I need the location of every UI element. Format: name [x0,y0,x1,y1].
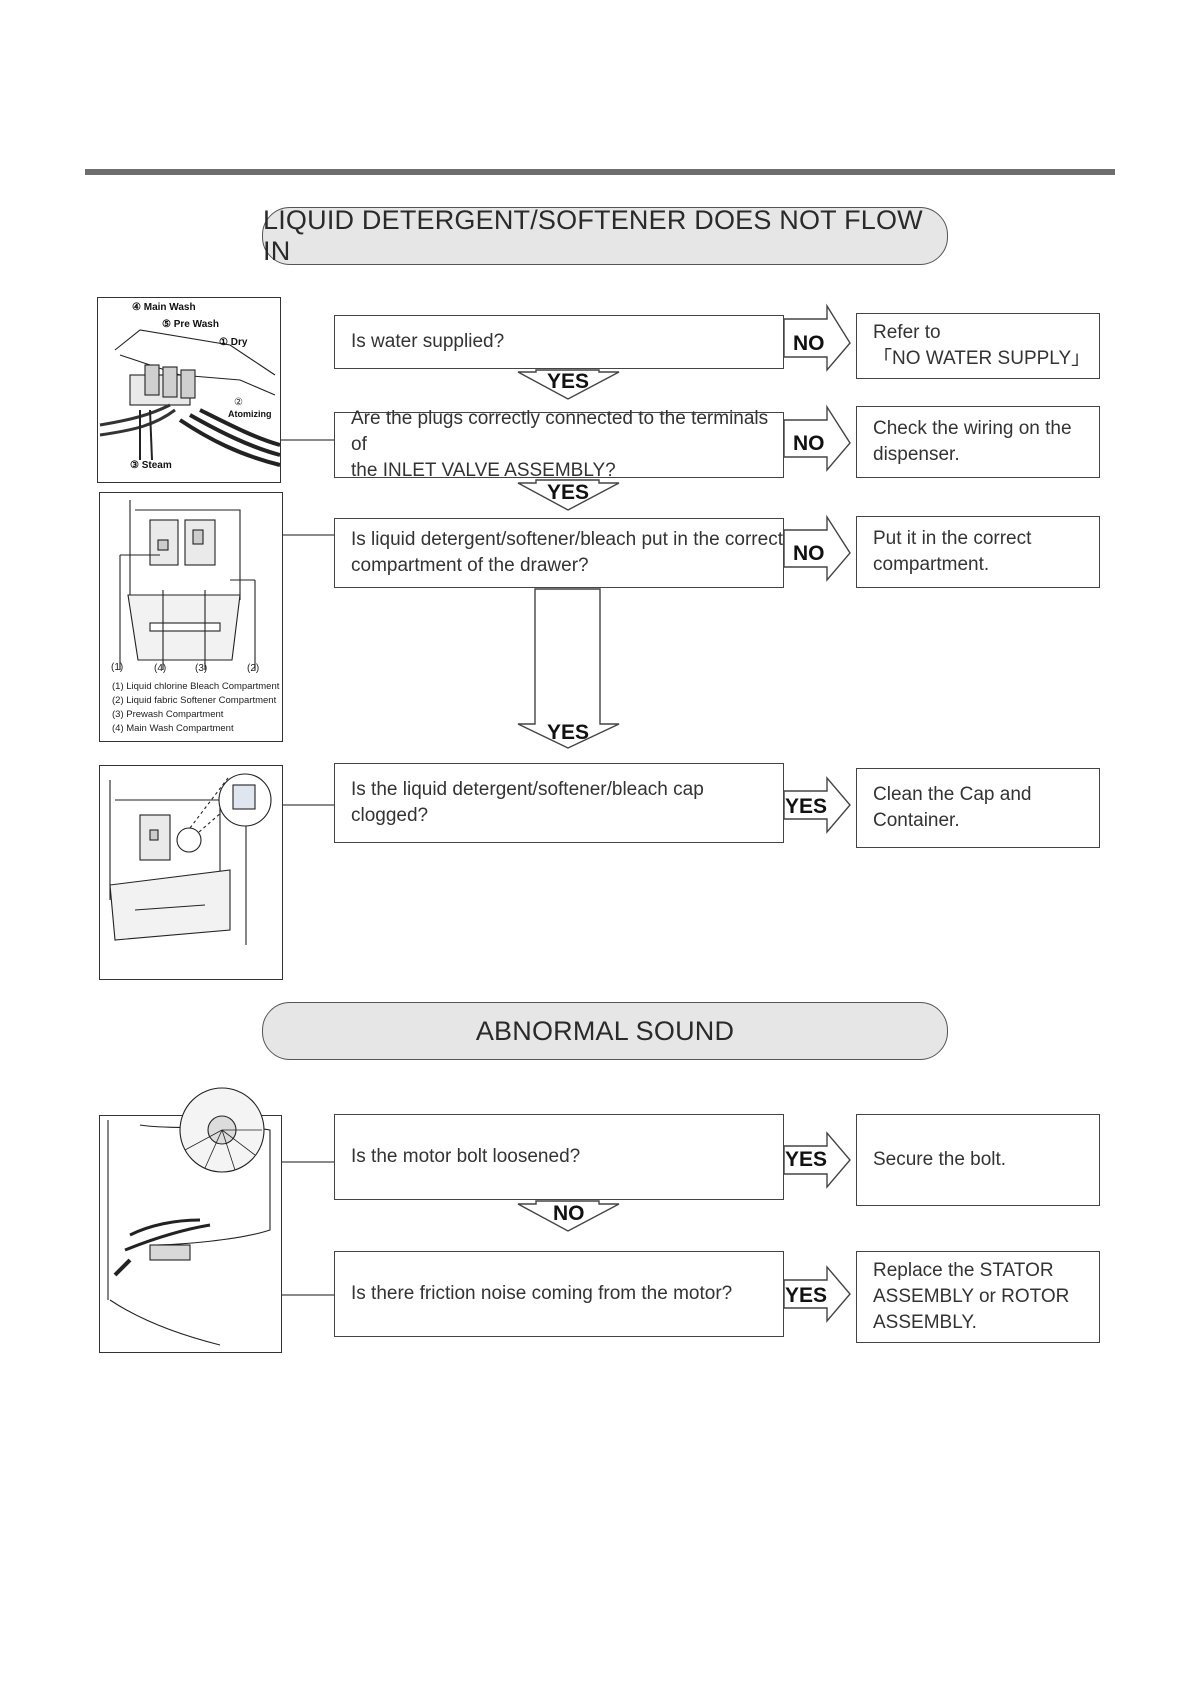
callout-n2: (2) [247,663,260,674]
label-yes-down-1: YES [547,370,590,393]
result-clean-cap-line2: Container. [873,810,960,831]
drawer-cap-drawing [109,773,272,945]
callout-atomizing: Atomizing [228,409,272,419]
result-clean-cap-line1: Clean the Cap and [873,784,1032,805]
header-rule [85,169,1115,175]
result-replace-line3: ASSEMBLY. [873,1312,977,1333]
result-put-correct-line1: Put it in the correct [873,528,1032,549]
question-plugs-line2: the INLET VALVE ASSEMBLY? [351,460,616,481]
result-secure-bolt-text: Secure the bolt. [873,1149,1007,1170]
connector-lines [281,439,334,1296]
callout-main-wash: ④ Main Wash [132,302,196,313]
result-check-wiring-line2: dispenser. [873,444,960,465]
section-title-sound: ABNORMAL SOUND [262,1002,948,1060]
label-yes-friction: YES [785,1284,828,1307]
legend-bleach: (1) Liquid chlorine Bleach Compartment [112,681,280,692]
question-water-supplied: Is water supplied? [334,315,784,369]
result-refer-no-water: Refer to 「NO WATER SUPPLY」 [856,313,1100,379]
result-refer-line2: 「NO WATER SUPPLY」 [873,348,1091,369]
arrow-right-5 [783,1131,851,1189]
result-refer-line1: Refer to [873,322,941,343]
result-clean-cap: Clean the Cap and Container. [856,768,1100,848]
down-arrows [517,369,620,1232]
question-friction-noise: Is there friction noise coming from the … [334,1251,784,1337]
result-put-correct-line2: compartment. [873,554,990,575]
arrow-right-4 [783,776,851,834]
arrow-right-2 [783,404,851,472]
arrow-right-6 [783,1265,851,1323]
label-yes-bolt: YES [785,1148,828,1171]
label-no-down: NO [553,1202,585,1225]
result-check-wiring: Check the wiring on the dispenser. [856,406,1100,478]
result-put-correct: Put it in the correct compartment. [856,516,1100,588]
arrow-right-3 [783,514,851,582]
callout-steam: ③ Steam [130,460,172,471]
arrow-down-1 [517,369,620,400]
callout-n1: (1) [111,662,124,673]
arrow-down-5 [517,1200,620,1232]
question-compartment-line1: Is liquid detergent/softener/bleach put … [351,529,783,550]
question-plugs-connected: Are the plugs correctly connected to the… [334,408,784,481]
motor-drawing [107,1087,271,1346]
legend-softener: (2) Liquid fabric Softener Compartment [112,695,277,706]
callout-n3: (3) [195,663,208,674]
label-no-2: NO [793,432,825,455]
question-correct-compartment: Is liquid detergent/softener/bleach put … [334,518,784,588]
legend-prewash: (3) Prewash Compartment [112,709,224,720]
arrow-down-2 [517,479,620,511]
question-cap-clogged-text: Is the liquid detergent/softener/bleach … [351,779,704,826]
section-title-liquid-text: LIQUID DETERGENT/SOFTENER DOES NOT FLOW … [263,205,923,266]
arrow-right-1 [783,303,851,372]
arrow-down-long [517,588,620,749]
label-yes-down-3: YES [547,721,590,744]
question-friction-noise-text: Is there friction noise coming from the … [351,1283,733,1304]
label-yes-cap: YES [785,795,828,818]
question-cap-clogged: Is the liquid detergent/softener/bleach … [334,763,784,843]
result-replace-line1: Replace the STATOR [873,1260,1054,1281]
callout-pre-wash: ⑤ Pre Wash [162,319,219,330]
result-check-wiring-line1: Check the wiring on the [873,418,1072,439]
result-replace-stator: Replace the STATOR ASSEMBLY or ROTOR ASS… [856,1251,1100,1343]
label-no-3: NO [793,542,825,565]
result-replace-line2: ASSEMBLY or ROTOR [873,1286,1070,1307]
valve-wiring-drawing [99,329,281,467]
label-yes-down-2: YES [547,481,590,504]
question-water-supplied-text: Is water supplied? [351,331,505,352]
right-arrows [783,303,851,1323]
callout-dry: ① Dry [219,337,248,348]
drawer-compartments-drawing [119,500,256,670]
section-title-liquid: LIQUID DETERGENT/SOFTENER DOES NOT FLOW … [262,205,948,266]
question-motor-bolt: Is the motor bolt loosened? [334,1114,784,1200]
section-title-sound-text: ABNORMAL SOUND [475,1015,735,1046]
label-no-1: NO [793,332,825,355]
legend-mainwash: (4) Main Wash Compartment [112,723,234,734]
callout-atomizing-num: ② [234,397,243,408]
question-plugs-line1: Are the plugs correctly connected to the… [351,408,769,455]
question-compartment-line2: compartment of the drawer? [351,555,589,576]
callout-n4: (4) [154,663,167,674]
result-secure-bolt: Secure the bolt. [856,1114,1100,1206]
question-motor-bolt-text: Is the motor bolt loosened? [351,1146,581,1167]
